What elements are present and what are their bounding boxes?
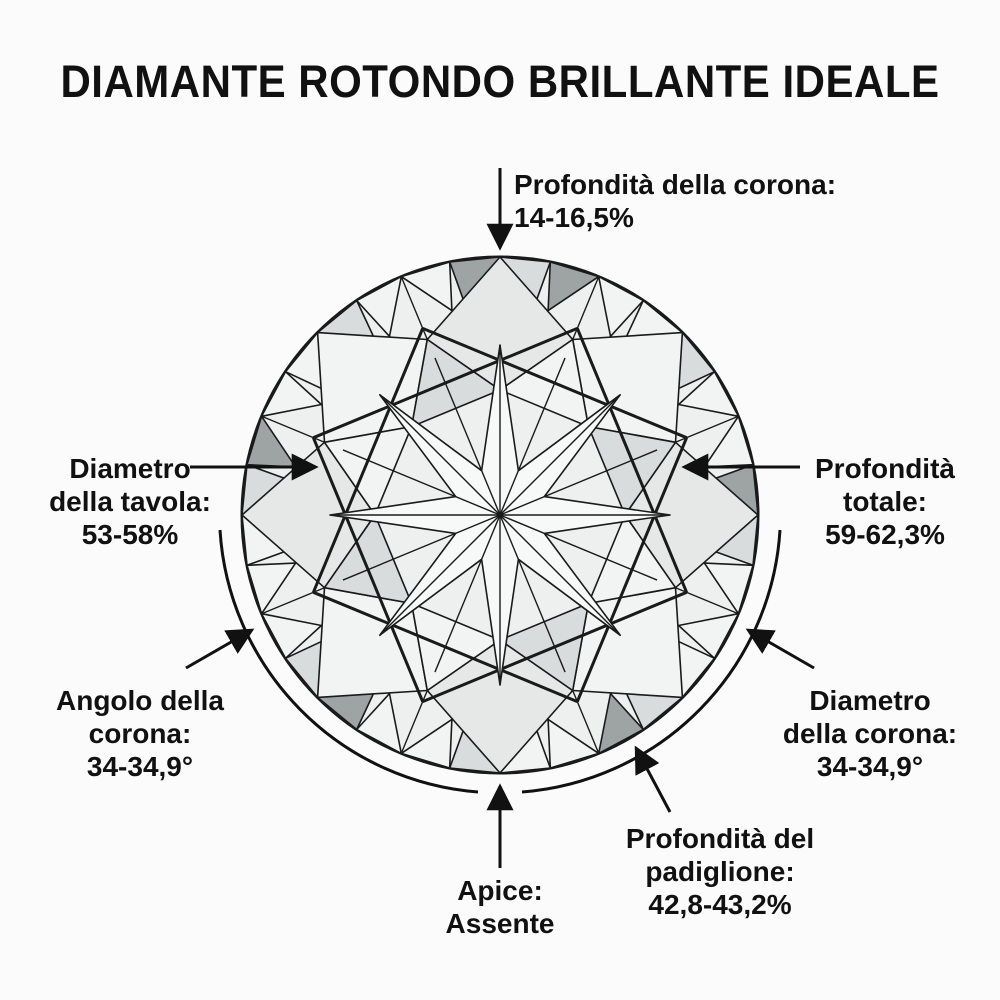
upper-girdle-facet: [597, 692, 645, 755]
upper-girdle-facet: [400, 261, 453, 312]
upper-girdle-facet: [260, 370, 323, 418]
culet-label: Apice: Assente: [445, 875, 555, 939]
table-radial-line: [499, 514, 658, 581]
table-radial-line: [499, 449, 658, 516]
table-radial-line: [499, 514, 621, 636]
facet-group: [241, 256, 759, 774]
total-depth-label: Profondità totale: 59-62,3%: [815, 453, 955, 550]
crown-angle-arc: [218, 529, 479, 794]
table-radial-line: [342, 449, 501, 516]
table-radial-line: [499, 357, 566, 516]
girdle-radial-line: [261, 587, 325, 615]
crown-depth-label: Profondità della corona: 14-16,5%: [514, 169, 837, 233]
girdle-radial-line: [400, 276, 428, 340]
upper-girdle-facet: [677, 370, 740, 418]
table-radial-line: [434, 514, 501, 673]
table-radial-line: [342, 514, 501, 581]
upper-girdle-facet: [246, 562, 297, 615]
crown-angle-label: Angolo della corona: 34-34,9°: [56, 685, 224, 782]
upper-girdle-facet: [677, 612, 740, 660]
page-title: DIAMANTE ROTONDO BRILLANTE IDEALE: [60, 56, 940, 107]
crown-diameter-label: Diametro della corona: 34-34,9°: [782, 685, 958, 782]
upper-girdle-facet: [703, 562, 754, 615]
upper-girdle-facet: [355, 275, 403, 338]
girdle-radial-line: [572, 276, 600, 340]
upper-girdle-facet: [547, 718, 600, 769]
crown-angle-arrow: [185, 628, 255, 670]
upper-girdle-facet: [547, 261, 600, 312]
upper-girdle-facet: [400, 718, 453, 769]
girdle-radial-line: [675, 587, 739, 615]
table-radial-line: [499, 514, 566, 673]
pavilion-depth-label: Profondità del padiglione: 42,8-43,2%: [625, 823, 815, 920]
table-radial-line: [379, 514, 501, 636]
crown-diameter-arc: [521, 529, 782, 794]
girdle-radial-line: [261, 415, 325, 443]
table-diameter-label: Diametro della tavola: 53-58%: [49, 453, 211, 550]
table-radial-line: [499, 394, 621, 516]
table-radial-line: [434, 357, 501, 516]
girdle-radial-line: [572, 690, 600, 754]
table-radial-line: [379, 394, 501, 516]
pavilion-depth-arrow: [634, 745, 672, 813]
girdle-radial-line: [675, 415, 739, 443]
upper-girdle-facet: [260, 612, 323, 660]
upper-girdle-facet: [597, 275, 645, 338]
crown-diameter-arrow: [745, 628, 815, 670]
girdle-radial-line: [400, 690, 428, 754]
upper-girdle-facet: [355, 692, 403, 755]
